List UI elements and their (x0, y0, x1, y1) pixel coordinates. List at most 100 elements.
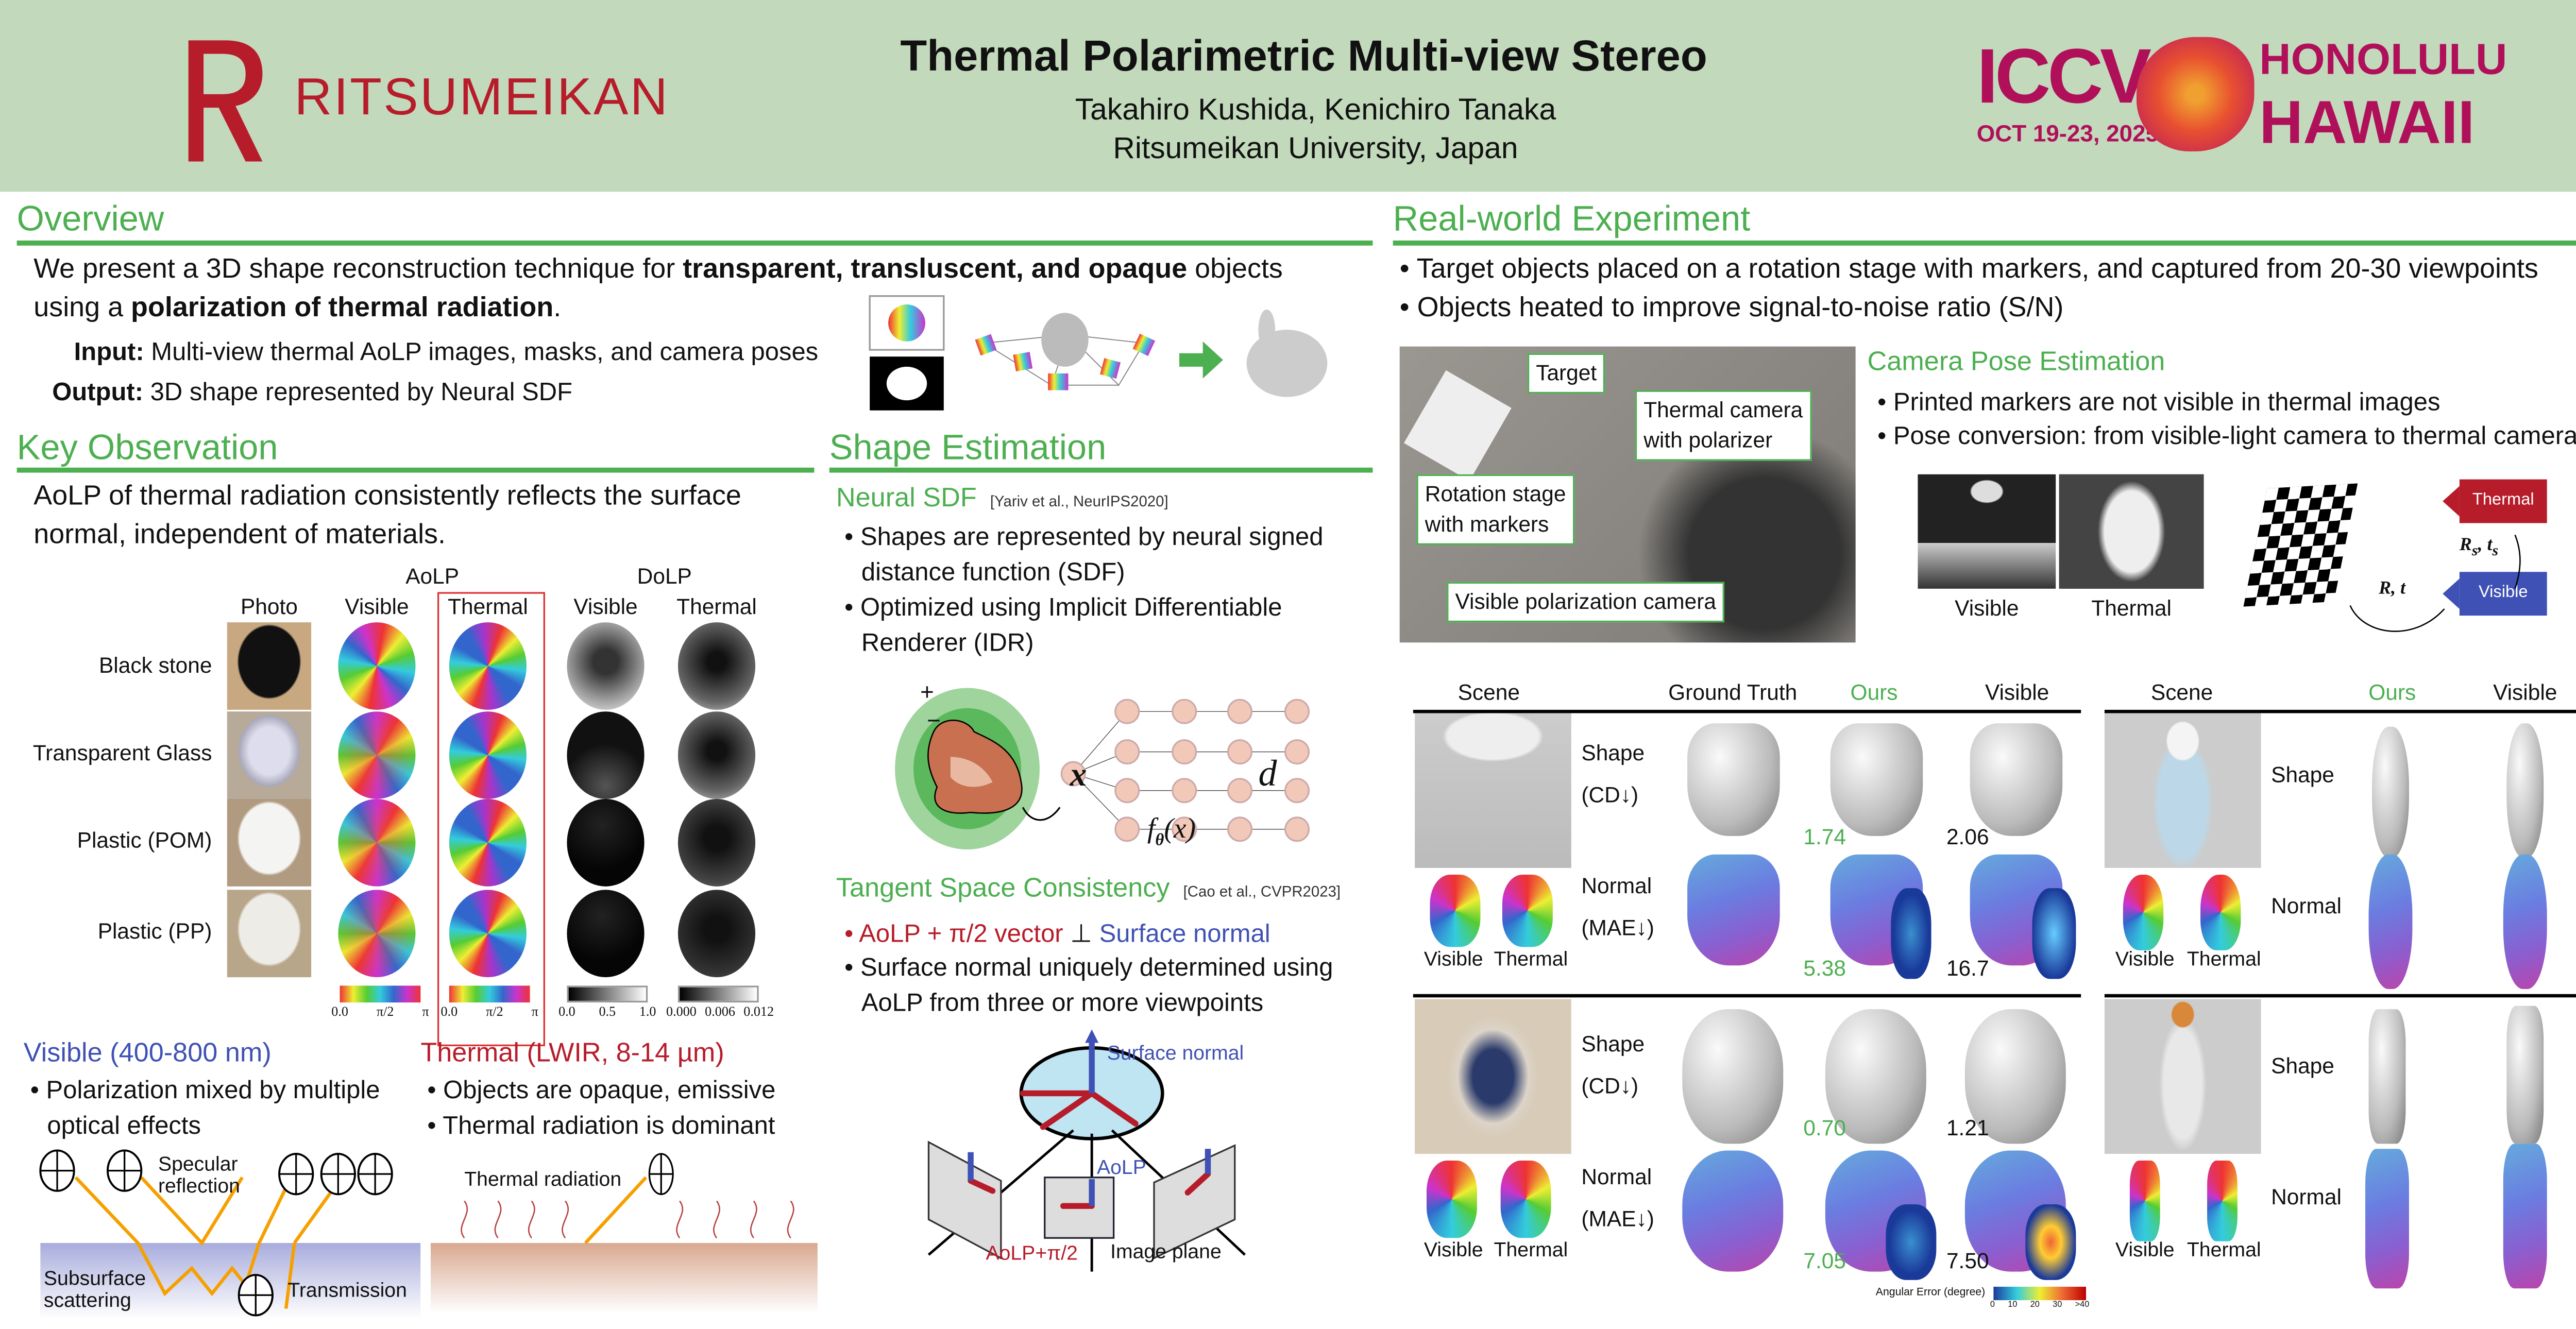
aolp-thermal-sphere (449, 890, 527, 978)
table-rule (2104, 709, 2576, 713)
thermal-camera-icon: Thermal (2459, 479, 2547, 523)
callout-visible-camera: Visible polarization camera (1447, 582, 1725, 623)
input-visible-aolp (1430, 874, 1481, 947)
row-label-normal: Normal (2271, 893, 2342, 918)
row-label-mae: (MAE↓) (1581, 915, 1654, 941)
key-observation-text: normal, independent of materials. (33, 519, 446, 550)
scene-photo-bottle (2104, 999, 2261, 1154)
transform-r-t: R, t (2379, 578, 2406, 599)
row-label: Transparent Glass (32, 740, 212, 765)
bullet: • Shapes are represented by neural signe… (844, 523, 1324, 552)
divider (829, 467, 1373, 473)
row-label-shape: Shape (2271, 1053, 2334, 1079)
divider (1393, 240, 2576, 246)
marker-board (1403, 370, 1512, 481)
aolp-thermal-sphere (449, 622, 527, 710)
photo-black-stone (227, 622, 312, 710)
ritsumeikan-logo (182, 37, 687, 172)
callout-target: Target (1527, 353, 1605, 394)
input-visible-aolp (1426, 1161, 1477, 1238)
input-label: Visible (2115, 947, 2175, 971)
shape-visible (1970, 723, 2063, 836)
aolp-thermal-colorbar (449, 985, 530, 1003)
overview-input: Input: Multi-view thermal AoLP images, m… (74, 338, 819, 367)
bullet: • Surface normal uniquely determined usi… (844, 953, 1333, 982)
thermal-highlight-box (437, 592, 545, 1047)
input-label: Thermal (1494, 1238, 1568, 1262)
row-label-shape: Shape (1581, 740, 1645, 765)
camera-lens-icon (2443, 578, 2460, 609)
section-heading-shape-estimation: Shape Estimation (829, 429, 1107, 468)
authors: Takahiro Kushida, Kenichiro Tanaka (1075, 92, 1556, 126)
section-heading-key-observation: Key Observation (16, 429, 278, 468)
sdf-plus-sign: + (920, 677, 934, 705)
dolp-visible-colorbar (567, 985, 648, 1003)
dolp-thermal-sphere (677, 799, 756, 887)
divider (16, 467, 815, 473)
aolp-visible-sphere (338, 890, 416, 978)
input-label: Thermal (2187, 1238, 2261, 1262)
thermal-marker-image (2059, 474, 2204, 589)
shape-ours (1825, 1009, 1926, 1144)
aolp-thermal-sphere (449, 799, 527, 887)
visible-bullet-cont: optical effects (47, 1112, 201, 1140)
group-label-aolp: AoLP (405, 563, 460, 589)
experiment-bullet: • Objects heated to improve signal-to-no… (1399, 293, 2064, 323)
label-image-plane: Image plane (1110, 1239, 1222, 1264)
metric-value: 0.70 (1803, 1115, 1846, 1140)
shape-ours (2368, 1009, 2406, 1144)
sdf-minus-sign: − (927, 706, 941, 734)
label-aolp: AoLP (1096, 1155, 1146, 1179)
transform-rs-ts: Rs, ts (2459, 535, 2499, 559)
image-label: Visible (1955, 595, 2019, 621)
metric-value: 1.74 (1803, 824, 1846, 849)
scene-photo-vase (2104, 713, 2261, 868)
input-x: x (1070, 757, 1087, 794)
neural-sdf-heading: Neural SDF[Yariv et al., NeurIPS2020] (836, 484, 1168, 513)
shape-ours (1830, 723, 1923, 836)
scene-photo-owl (1415, 999, 1571, 1154)
shape-ground-truth (1687, 723, 1780, 836)
normal-ours (2368, 854, 2413, 989)
column-header: Ours (2368, 679, 2416, 705)
thermal-bullet: • Thermal radiation is dominant (427, 1112, 775, 1140)
column-header: Scene (2150, 679, 2213, 705)
metric-value: 7.05 (1803, 1248, 1846, 1273)
column-header: Visible (2493, 679, 2557, 705)
visible-heading: Visible (400-800 nm) (23, 1039, 272, 1068)
bullet: • AoLP + π/2 vector ⊥ Surface normal (844, 920, 1270, 949)
experiment-bullet: • Target objects placed on a rotation st… (1399, 254, 2538, 284)
ritsumeikan-wordmark: RITSUMEIKAN (294, 67, 670, 126)
shape-visible (1964, 1009, 2066, 1144)
input-label: Thermal (2187, 947, 2261, 971)
thermal-heading: Thermal (LWIR, 8-14 µm) (420, 1039, 724, 1068)
group-label-dolp: DoLP (637, 563, 692, 589)
column-header: Ours (1850, 679, 1898, 705)
dolp-thermal-sphere (677, 711, 756, 799)
shape-ours (2372, 726, 2409, 858)
visible-optics-diagram (30, 1144, 421, 1328)
key-observation-text: AoLP of thermal radiation consistently r… (33, 481, 741, 512)
angular-error-colorbar (1993, 1286, 2086, 1301)
photo-plastic-pp (227, 890, 312, 978)
shape-visible (2506, 1006, 2544, 1144)
normal-visible (2503, 1144, 2547, 1289)
input-thermal-aolp (1502, 874, 1553, 947)
shape-visible (2506, 723, 2544, 858)
column-header: Visible (345, 593, 409, 619)
error-map-visible (2025, 1204, 2076, 1280)
column-header: Visible (573, 593, 638, 619)
aolp-visible-sphere (338, 711, 416, 799)
metric-value: 7.50 (1946, 1248, 1989, 1273)
row-label-cd: (CD↓) (1581, 1073, 1639, 1099)
column-header: Thermal (676, 593, 757, 619)
overview-text-line1: We present a 3D shape reconstruction tec… (33, 254, 1283, 284)
thermal-emission-diagram (430, 1144, 818, 1320)
row-label-shape: Shape (2271, 762, 2334, 788)
dolp-visible-sphere (567, 711, 645, 799)
overview-text-line2: using a polarization of thermal radiatio… (33, 293, 562, 323)
label-transmission: Transmission (287, 1278, 407, 1302)
